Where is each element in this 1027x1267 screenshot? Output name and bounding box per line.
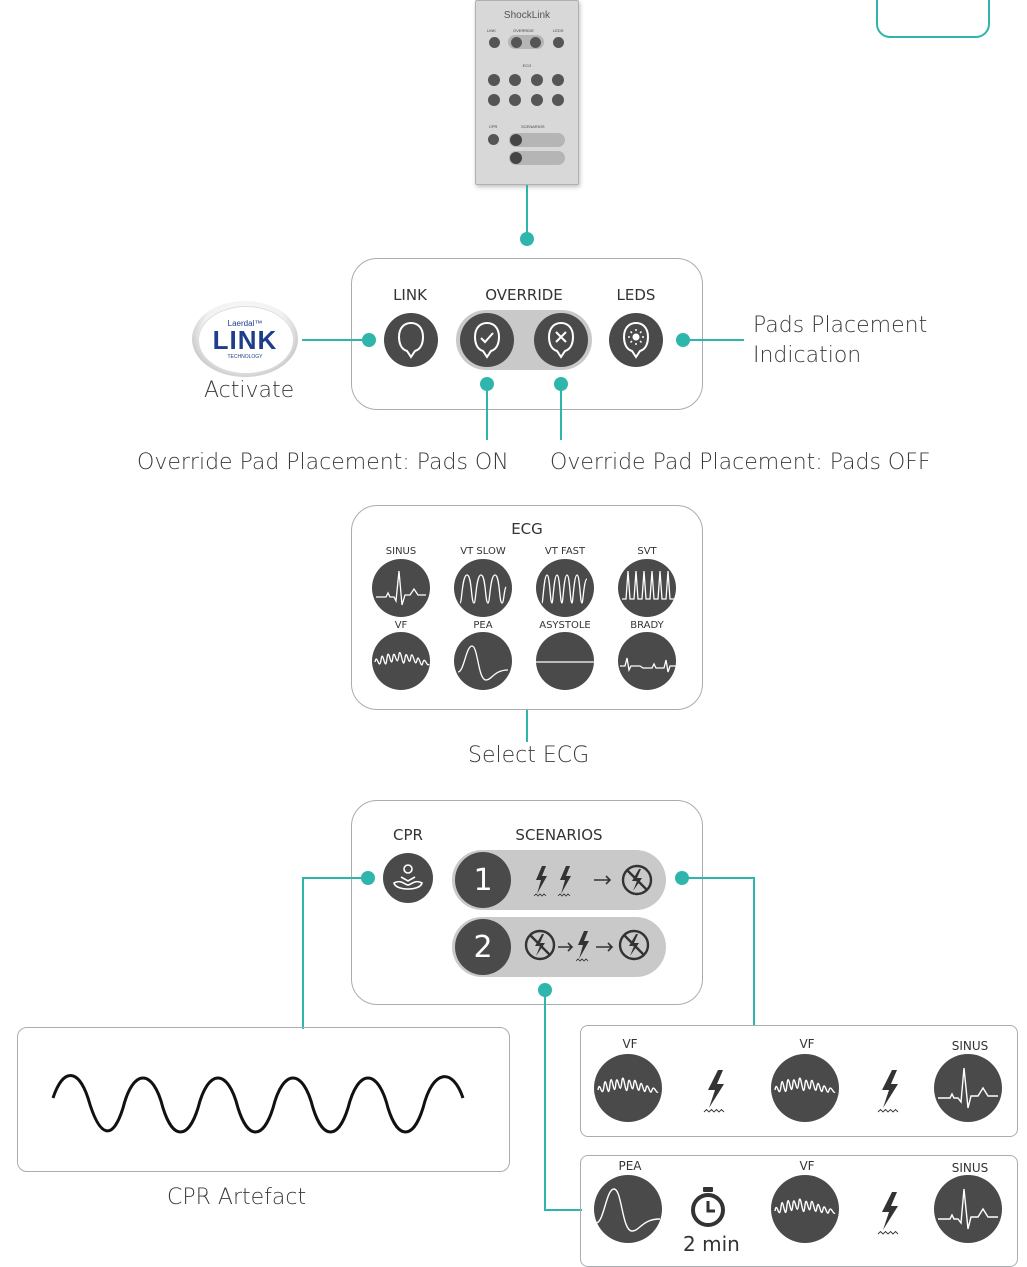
override-off-button[interactable]	[534, 313, 588, 367]
scenario1-sequence-panel	[580, 1025, 1018, 1137]
s2-sinus-wave	[934, 1175, 1002, 1243]
cpr-hands-icon	[393, 864, 423, 890]
leds-button[interactable]	[609, 313, 663, 367]
ecg-label-brady: BRADY	[630, 620, 664, 631]
cpr-button[interactable]	[383, 853, 433, 903]
pads-placement-caption-2: Indication	[753, 343, 862, 368]
override-on-caption: Override Pad Placement: Pads ON	[137, 450, 509, 475]
ecg-label-vt-fast: VT FAST	[544, 546, 586, 557]
two-min-caption: 2 min	[683, 1232, 740, 1256]
logo-brand: Laerdal™	[227, 319, 263, 328]
scenario2-sequence-icons	[524, 929, 650, 962]
cpr-artefact-panel	[17, 1027, 510, 1172]
pad-icon	[397, 321, 425, 359]
cpr-artefact-caption: CPR Artefact	[167, 1185, 307, 1210]
s1-label-1: VF	[622, 1037, 638, 1051]
device-label-cpr: CPR	[489, 124, 498, 129]
s1-label-3: SINUS	[951, 1039, 989, 1053]
device-label-leds: LEDS	[553, 28, 564, 33]
device-label-scenarios: SCENARIOS	[521, 124, 545, 129]
ecg-sinus-button[interactable]	[372, 559, 430, 617]
ecg-label-pea: PEA	[473, 620, 493, 631]
shock-icon	[557, 866, 571, 897]
shock-icon	[575, 931, 589, 962]
activate-caption: Activate	[204, 378, 295, 403]
shocklink-device: ShockLink LINK OVERRIDE LEDS ECG CPR SCE…	[475, 0, 579, 185]
timer-icon	[691, 1187, 725, 1227]
cpr-label: CPR	[393, 826, 423, 844]
pads-placement-caption-1: Pads Placement	[753, 313, 928, 338]
s2-pea-wave	[594, 1175, 662, 1243]
logo-sub: TECHNOLOGY	[227, 354, 263, 360]
s2-label-3: SINUS	[951, 1161, 989, 1175]
override-on-button[interactable]	[460, 313, 514, 367]
no-shock-icon	[618, 929, 650, 961]
override-label: OVERRIDE	[485, 286, 563, 304]
ecg-vf-button[interactable]	[372, 632, 430, 690]
connector-dot	[520, 232, 534, 246]
ecg-brady-button[interactable]	[618, 632, 676, 690]
ecg-label-asystole: ASYSTOLE	[539, 620, 591, 631]
ecg-label-svt: SVT	[637, 546, 657, 557]
s2-vf-wave	[771, 1175, 839, 1243]
check-pad-icon	[473, 321, 501, 359]
ecg-vt-slow-button[interactable]	[454, 559, 512, 617]
ecg-label-sinus: SINUS	[385, 546, 417, 557]
s1-label-2: VF	[799, 1037, 815, 1051]
s1-sinus-wave	[934, 1054, 1002, 1122]
scenarios-label: SCENARIOS	[515, 826, 603, 844]
device-label-link: LINK	[487, 28, 496, 33]
shock-icon	[703, 1070, 725, 1113]
ecg-svt-button[interactable]	[618, 559, 676, 617]
link-label: LINK	[393, 286, 427, 304]
device-label-override: OVERRIDE	[513, 28, 534, 33]
ecg-vt-fast-button[interactable]	[536, 559, 594, 617]
s2-label-1: PEA	[618, 1159, 642, 1173]
ecg-title: ECG	[511, 520, 543, 538]
scenario2-number: 2	[455, 919, 511, 975]
link-button[interactable]	[384, 313, 438, 367]
corner-box	[876, 0, 990, 38]
override-off-caption: Override Pad Placement: Pads OFF	[550, 450, 931, 475]
s1-vf-wave	[594, 1054, 662, 1122]
no-shock-icon	[524, 929, 556, 961]
laerdal-link-logo: Laerdal™ LINK TECHNOLOGY	[192, 301, 298, 377]
x-pad-icon	[547, 321, 575, 359]
shock-icon	[877, 1070, 899, 1113]
select-ecg-caption: Select ECG	[468, 743, 590, 768]
scenario1-sequence-icons	[533, 864, 653, 897]
led-pad-icon	[622, 321, 650, 359]
device-label-ecg: ECG	[522, 63, 532, 68]
cpr-artefact-wave	[51, 1074, 465, 1134]
scenario1-number: 1	[455, 852, 511, 908]
ecg-label-vt-slow: VT SLOW	[460, 546, 506, 557]
ecg-pea-button[interactable]	[454, 632, 512, 690]
no-shock-icon	[621, 864, 653, 896]
device-title: ShockLink	[503, 10, 551, 21]
logo-name: LINK	[212, 325, 278, 355]
leds-label: LEDS	[616, 286, 656, 304]
shock-icon	[533, 866, 547, 897]
s2-label-2: VF	[799, 1159, 815, 1173]
ecg-asystole-button[interactable]	[536, 632, 594, 690]
s1-vf-wave-2	[771, 1054, 839, 1122]
shock-icon	[877, 1192, 899, 1235]
ecg-label-vf: VF	[394, 620, 408, 631]
